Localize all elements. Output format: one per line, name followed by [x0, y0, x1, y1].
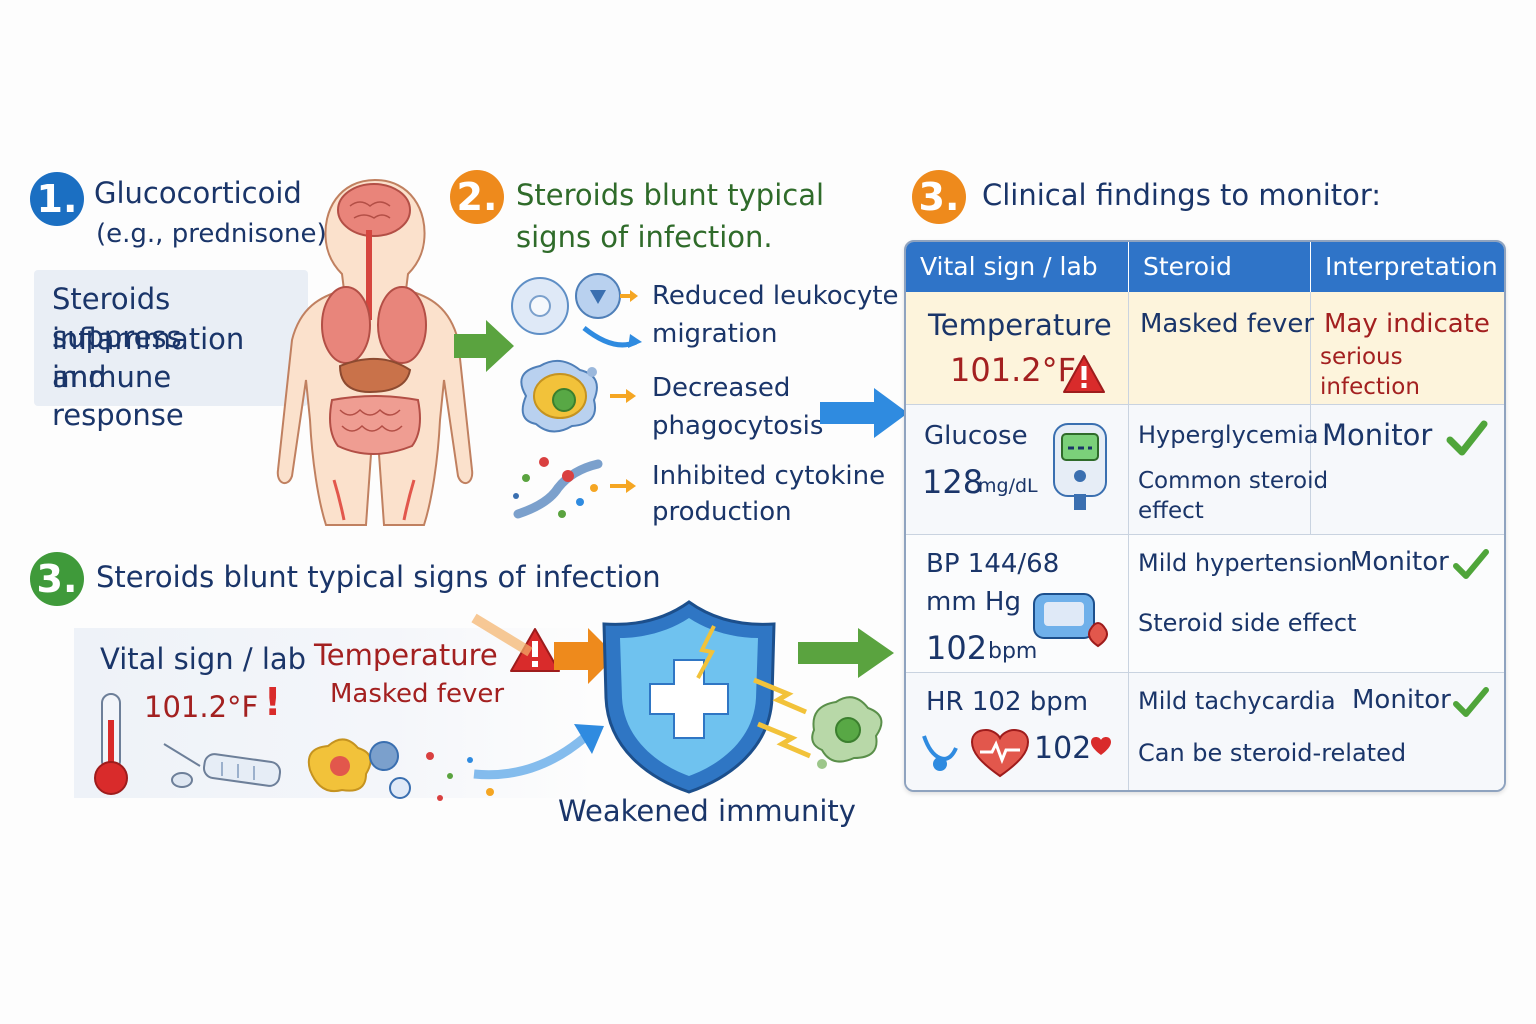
step-1-note-line: Steroids suppress [52, 282, 182, 354]
table-header-cell: Interpretation [1310, 242, 1504, 292]
effect-cell: Hyperglycemia [1138, 421, 1319, 449]
table-divider [906, 672, 1504, 673]
temperature-value: 101.2°F [144, 690, 259, 724]
effect-cell: Steroid side effect [1138, 609, 1357, 637]
step-2-title-line: signs of infection. [516, 220, 773, 254]
leukocyte-icon [511, 273, 642, 348]
interpretation-cell: Monitor [1352, 685, 1451, 715]
step-2-badge: 2. [450, 170, 504, 224]
step-1-subtitle: (e.g., prednisone) [96, 219, 327, 249]
effect-cell: Mild hypertension [1138, 549, 1353, 577]
step-1-note-line: inflammation and [52, 322, 245, 394]
effect-text: Inhibited cytokine [652, 461, 886, 491]
syringe-icon [163, 743, 282, 788]
glucometer-icon [1053, 423, 1107, 510]
vital-cell: mm Hg [926, 587, 1021, 617]
arrow-right-icon [798, 628, 894, 678]
check-icon [1453, 549, 1489, 579]
effect-cell: Common steroid [1138, 468, 1329, 494]
step-1-note-box: Steroids suppress inflammation and immun… [34, 270, 308, 432]
interpretation-cell: Monitor [1350, 547, 1449, 577]
effect-cell: Can be steroid-related [1138, 739, 1407, 767]
step-3-badge: 3. [912, 170, 966, 224]
interpretation-cell: serious infection [1320, 344, 1420, 400]
table-row [906, 404, 1504, 534]
check-icon [1453, 687, 1489, 717]
heart-icon [1091, 737, 1111, 755]
table-row [906, 292, 1504, 404]
heart-icon [970, 728, 1030, 778]
cytokine-icon [513, 457, 636, 519]
step-3-title: Steroids blunt typical signs of infectio… [96, 560, 661, 594]
step-1-note-line: immune response [52, 360, 184, 432]
bp-monitor-icon [1033, 593, 1108, 648]
thermometer-icon [94, 693, 128, 795]
effect-text: Decreased [652, 373, 791, 403]
vital-unit: mg/dL [978, 475, 1038, 497]
step-2-title-line: Steroids blunt typical [516, 178, 825, 212]
vital-value: 128 [922, 463, 984, 501]
interpretation-cell: Monitor [1322, 418, 1433, 452]
vital-cell: Temperature [928, 308, 1112, 342]
arrow-right-icon [820, 388, 908, 438]
vital-cell: Glucose [924, 421, 1028, 451]
vital-label: Vital sign / lab [100, 642, 307, 676]
vital-value: 101.2°F [950, 351, 1077, 389]
shield-icon [602, 600, 776, 794]
vital-cell: HR 102 bpm [926, 687, 1089, 717]
table-row [906, 534, 1504, 672]
warning-icon [1063, 355, 1105, 393]
temperature-title: Temperature [314, 638, 498, 672]
human-body-icon [276, 178, 474, 526]
table-header-cell: Vital sign / lab [906, 242, 1128, 292]
vital-value: 102 [926, 629, 988, 667]
vital-cell: BP 144/68 [926, 549, 1060, 579]
table-title: Clinical findings to monitor: [982, 178, 1382, 212]
table-divider [1128, 292, 1129, 790]
table-divider [1310, 292, 1311, 534]
step-3-badge: 3. [30, 552, 84, 606]
step-1-title: Glucocorticoid [94, 176, 302, 210]
table-header-cell: Steroid effect [1128, 242, 1310, 331]
table-divider [906, 534, 1504, 535]
stethoscope-icon [922, 735, 958, 771]
effect-text: phagocytosis [652, 411, 824, 441]
interpretation-cell: May indicate [1324, 309, 1490, 339]
effect-text: Reduced leukocyte [652, 281, 899, 311]
arrow-curve-icon [473, 724, 604, 780]
alert-icon: ! [264, 680, 282, 724]
findings-table: Vital sign / lab Steroid effect Interpre… [904, 240, 1506, 792]
table-divider [906, 404, 1504, 405]
vital-unit: bpm [988, 639, 1038, 664]
arrow-right-icon [471, 613, 616, 684]
immune-cells-icon [307, 738, 494, 801]
vital-value: 102 [1034, 731, 1092, 766]
effect-cell: Mild tachycardia [1138, 687, 1336, 715]
phagocyte-icon [520, 359, 636, 433]
effect-cell: effect [1138, 498, 1204, 524]
step-1-badge: 1. [30, 172, 84, 226]
temperature-note: Masked fever [330, 679, 505, 709]
check-icon [1446, 420, 1488, 456]
arrow-right-icon [454, 320, 514, 372]
pathogen-icon [753, 677, 883, 769]
shield-caption: Weakened immunity [558, 794, 856, 828]
effect-text: production [652, 497, 792, 527]
effect-text: migration [652, 319, 778, 349]
effect-cell: Masked fever [1140, 309, 1315, 339]
